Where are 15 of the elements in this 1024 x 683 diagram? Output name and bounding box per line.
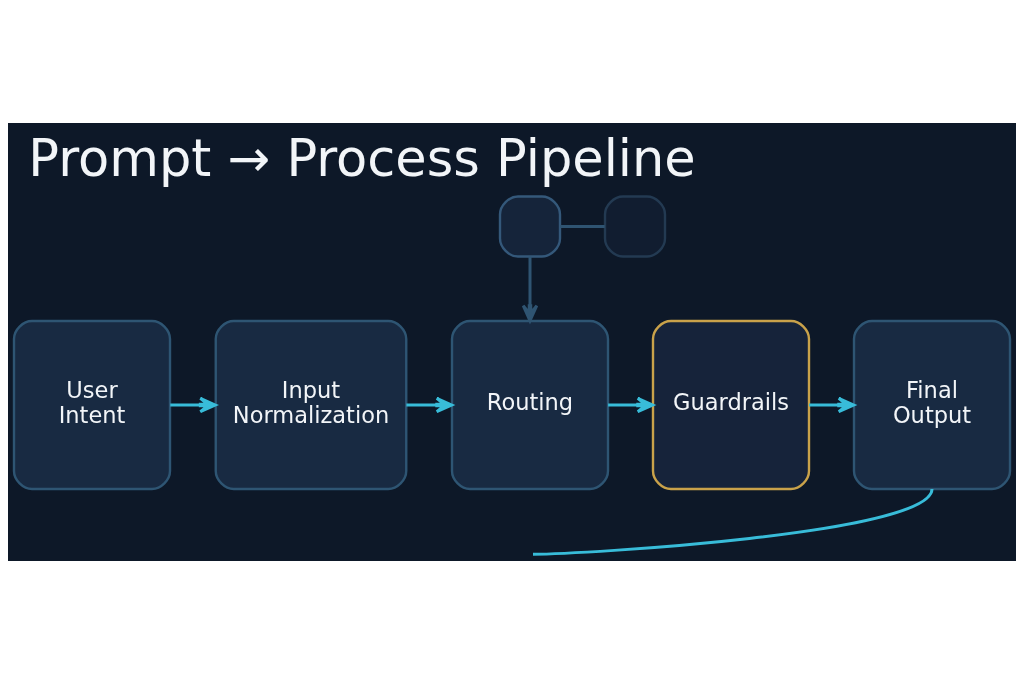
connector [560, 224, 605, 228]
node-box [603, 194, 667, 258]
arrow [809, 396, 856, 413]
node-box: Input Normalization [214, 319, 408, 490]
arrow [170, 396, 217, 413]
node-box: User Intent [12, 319, 172, 490]
node-box: Final Output [852, 319, 1012, 490]
node-box: Guardrails [651, 319, 811, 490]
arrow [406, 396, 454, 413]
diagram-title: Prompt → Process Pipeline [28, 128, 696, 188]
node-box: Routing [450, 319, 610, 490]
arrow [521, 256, 539, 322]
connector [532, 487, 934, 556]
arrow [608, 396, 655, 413]
node-box [498, 194, 562, 258]
